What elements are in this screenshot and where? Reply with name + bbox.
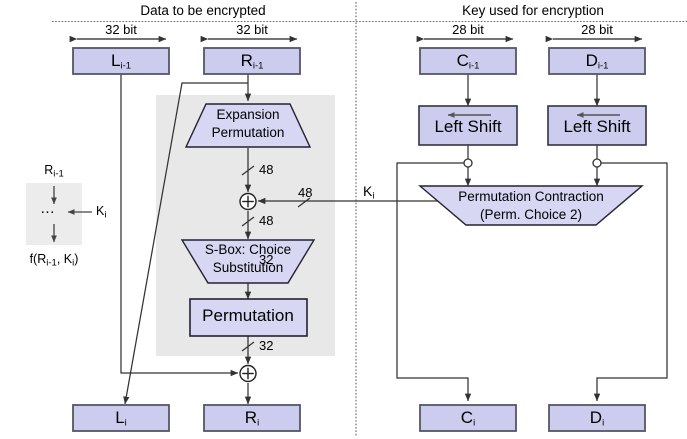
wire-c-feedback <box>396 162 472 402</box>
label-r-next: Ri <box>245 408 259 429</box>
legend-output-prefix: f(R <box>29 252 47 266</box>
label-c-next-sub: i <box>473 417 476 429</box>
label-contraction-line1: Permutation Contraction <box>458 189 604 204</box>
label-expansion-line2: Permutation <box>211 125 285 140</box>
label-key-ki-sub: i <box>372 190 375 202</box>
label-d-next-base: D <box>589 408 603 427</box>
bitwidth-expansion-out: 48 <box>259 162 274 177</box>
legend-output-sub2: i <box>72 257 75 269</box>
junction-dot-c <box>463 158 473 168</box>
legend-input-base: R <box>44 163 54 177</box>
legend-input-label: Ri-1 <box>44 163 64 180</box>
label-l-next-sub: i <box>124 417 127 429</box>
legend-key-sub: i <box>104 209 107 221</box>
width-label-l-prev: 32 bit <box>105 22 137 37</box>
sbox-shape <box>180 239 316 284</box>
label-contraction-line2: (Perm. Choice 2) <box>479 207 583 222</box>
wire-lprev-to-xor <box>120 74 239 377</box>
left-shift-1-shape <box>418 105 518 146</box>
xor-operator-output <box>239 364 257 383</box>
permutation-shape <box>189 298 308 337</box>
label-l-next: Li <box>115 408 127 429</box>
label-sbox-line2: Substitution <box>212 260 284 275</box>
label-left-shift-1: Left Shift <box>434 117 502 136</box>
label-c-prev-sub: i-1 <box>468 60 480 72</box>
label-d-next: Di <box>590 408 604 429</box>
label-sbox-line1: S-Box: Choice <box>204 242 292 257</box>
label-c-prev: Ci-1 <box>457 51 480 72</box>
legend-input-sub: i-1 <box>53 168 64 180</box>
bitwidth-sbox-out: 32 <box>259 252 274 267</box>
box-l-prev <box>72 47 170 75</box>
legend-output-sub1: i-1 <box>46 257 57 269</box>
header-left: Data to be encrypted <box>140 3 266 18</box>
label-d-prev-base: D <box>585 51 598 70</box>
left-shift-2-shape <box>547 105 647 146</box>
box-c-prev <box>419 47 517 75</box>
junction-dot-d <box>592 158 602 168</box>
legend-output-label: f(Ri-1, Ki) <box>30 252 79 269</box>
label-r-prev-sub: i-1 <box>252 60 264 72</box>
legend-output-suffix: ) <box>74 252 79 266</box>
legend-output-mid: , K <box>56 252 73 266</box>
bitwidth-permutation-out: 32 <box>259 338 274 353</box>
permutation-contraction-shape <box>418 185 644 226</box>
label-c-next-base: C <box>460 408 474 427</box>
legend-key-label: Ki <box>96 204 106 221</box>
legend-key-base: K <box>96 204 105 218</box>
bitwidth-key-in: 48 <box>298 185 313 200</box>
box-r-prev <box>203 47 301 75</box>
label-d-prev: Di-1 <box>586 51 609 72</box>
label-key-ki-base: K <box>363 183 373 199</box>
width-label-c-prev: 28 bit <box>452 22 484 37</box>
label-expansion-line1: Expansion <box>216 107 280 122</box>
box-d-prev <box>548 47 646 75</box>
label-permutation: Permutation <box>202 306 294 325</box>
label-l-next-base: L <box>115 408 125 427</box>
label-c-prev-base: C <box>456 51 469 70</box>
box-c-next <box>419 404 517 432</box>
label-l-prev-sub: i-1 <box>120 60 132 72</box>
bitwidth-xor-out: 48 <box>259 213 274 228</box>
box-d-next <box>548 404 646 432</box>
width-label-d-prev: 28 bit <box>581 22 613 37</box>
box-r-next <box>203 404 301 432</box>
expansion-permutation-shape <box>184 103 312 148</box>
label-r-next-sub: i <box>257 417 260 429</box>
label-key-ki: Ki <box>363 183 374 202</box>
label-l-prev: Li-1 <box>111 51 131 72</box>
header-right: Key used for encryption <box>462 3 604 18</box>
label-r-prev-base: R <box>240 51 253 70</box>
box-l-next <box>72 404 170 432</box>
wire-d-feedback <box>593 162 668 402</box>
width-label-r-prev: 32 bit <box>236 22 268 37</box>
wire-rprev-to-lnext <box>123 82 248 405</box>
label-d-next-sub: i <box>602 417 605 429</box>
xor-operator-key <box>239 192 257 211</box>
label-d-prev-sub: i-1 <box>597 60 609 72</box>
label-r-prev: Ri-1 <box>241 51 264 72</box>
legend-ellipsis: … <box>40 200 56 217</box>
label-c-next: Ci <box>461 408 475 429</box>
label-r-next-base: R <box>244 408 258 427</box>
label-left-shift-2: Left Shift <box>563 117 631 136</box>
label-l-prev-base: L <box>110 51 121 70</box>
